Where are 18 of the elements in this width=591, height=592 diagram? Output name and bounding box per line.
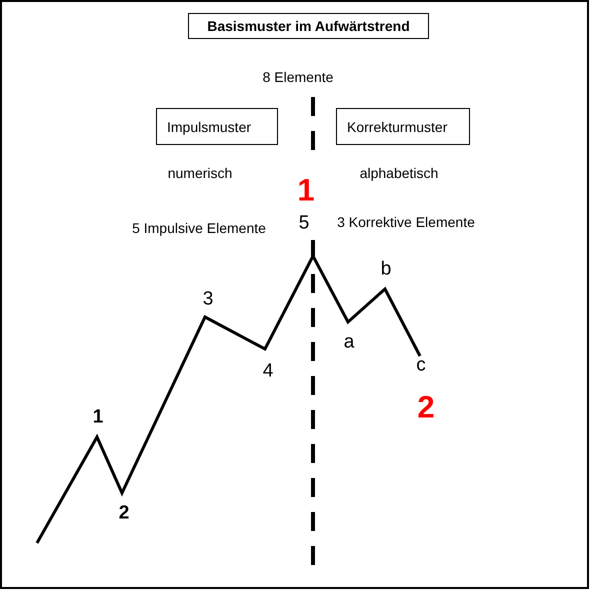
wave-degree-number: 1 [297, 174, 315, 206]
wave-point-label: c [416, 356, 426, 374]
element-count-label: 3 Korrektive Elemente [337, 215, 475, 229]
wave-point-label: 2 [118, 504, 130, 522]
wave-point-label: b [380, 260, 392, 278]
notation-label: alphabetisch [360, 166, 438, 180]
diagram-title: Basismuster im Aufwärtstrend [188, 13, 429, 39]
wave-point-label: 1 [92, 408, 104, 426]
wave-point-label: 4 [262, 362, 274, 380]
element-count-label: 8 Elemente [262, 70, 334, 84]
wave-point-label: 5 [298, 214, 310, 232]
pattern-box: Korrekturmuster [336, 108, 470, 145]
element-count-label: 5 Impulsive Elemente [132, 221, 266, 235]
wave-point-label: 3 [202, 290, 214, 308]
notation-label: numerisch [168, 166, 232, 180]
pattern-box: Impulsmuster [156, 108, 278, 145]
wave-point-label: a [344, 332, 354, 352]
wave-degree-number: 2 [417, 392, 435, 422]
